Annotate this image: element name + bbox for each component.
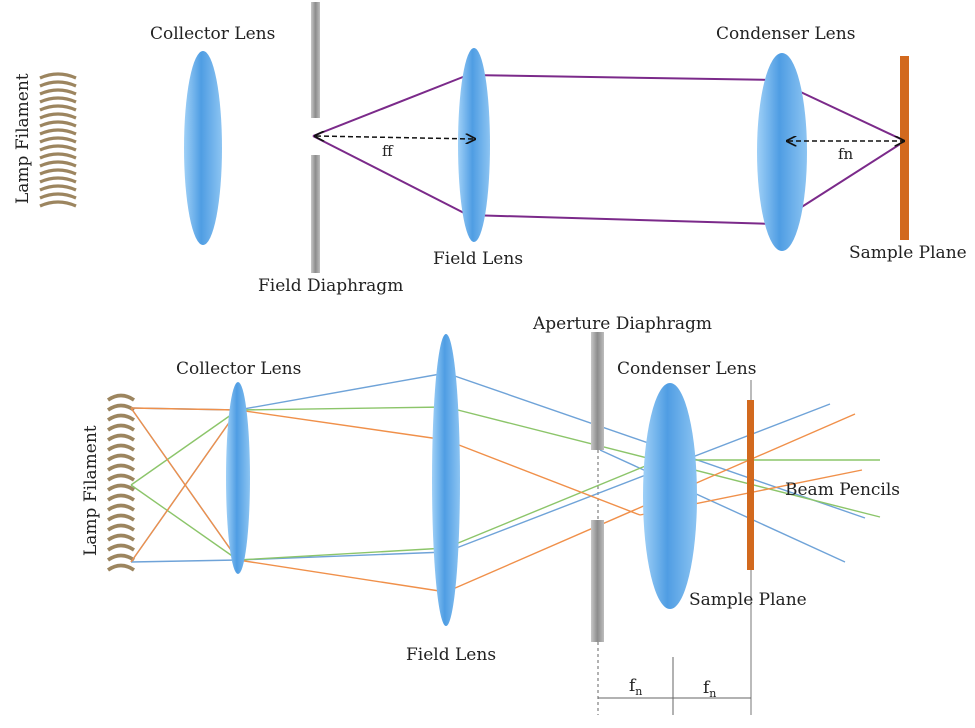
bottom-condenser-lens <box>643 383 697 609</box>
aperture-diaphragm-lower <box>591 520 604 642</box>
top-collector-lens <box>184 51 222 245</box>
bottom-lamp-filament-coil <box>106 393 136 572</box>
top-lamp-filament-coil <box>39 72 77 208</box>
bottom-field-lens-label: Field Lens <box>406 645 496 665</box>
fn-label-2: fn <box>703 678 716 700</box>
top-ff-arrow <box>316 136 474 139</box>
top-sample-plane <box>900 56 909 240</box>
aperture-diaphragm-upper <box>591 332 604 450</box>
bottom-condenser-lens-label: Condenser Lens <box>617 359 756 379</box>
bottom-field-lens <box>432 334 460 626</box>
top-field-diaphragm-lower <box>311 155 320 273</box>
top-diagram: Lamp Filament Collector Lens Field Diaph… <box>13 2 967 296</box>
bottom-sample-plane <box>747 400 754 570</box>
top-ff-label: ff <box>382 142 394 160</box>
top-field-lens-label: Field Lens <box>433 249 523 269</box>
top-condenser-lens-label: Condenser Lens <box>716 24 855 44</box>
bottom-collector-lens <box>226 382 250 574</box>
top-field-diaphragm-upper <box>311 2 320 118</box>
top-fn-label: fn <box>838 145 854 163</box>
top-lamp-filament-label: Lamp Filament <box>13 73 33 204</box>
bottom-sample-plane-label: Sample Plane <box>689 590 807 610</box>
top-condenser-lens <box>757 53 807 251</box>
top-collector-lens-label: Collector Lens <box>150 24 275 44</box>
top-field-diaphragm-label: Field Diaphragm <box>258 276 403 296</box>
aperture-diaphragm-label: Aperture Diaphragm <box>532 314 712 334</box>
top-marginal-rays <box>312 74 906 225</box>
top-field-lens <box>458 48 490 242</box>
top-sample-plane-label: Sample Plane <box>849 243 967 263</box>
bottom-diagram: Lamp Filament <box>81 314 900 715</box>
beam-pencils-label: Beam Pencils <box>785 480 900 500</box>
bottom-lamp-filament-label: Lamp Filament <box>81 425 101 556</box>
bottom-collector-lens-label: Collector Lens <box>176 359 301 379</box>
fn-label-1: fn <box>629 676 642 698</box>
